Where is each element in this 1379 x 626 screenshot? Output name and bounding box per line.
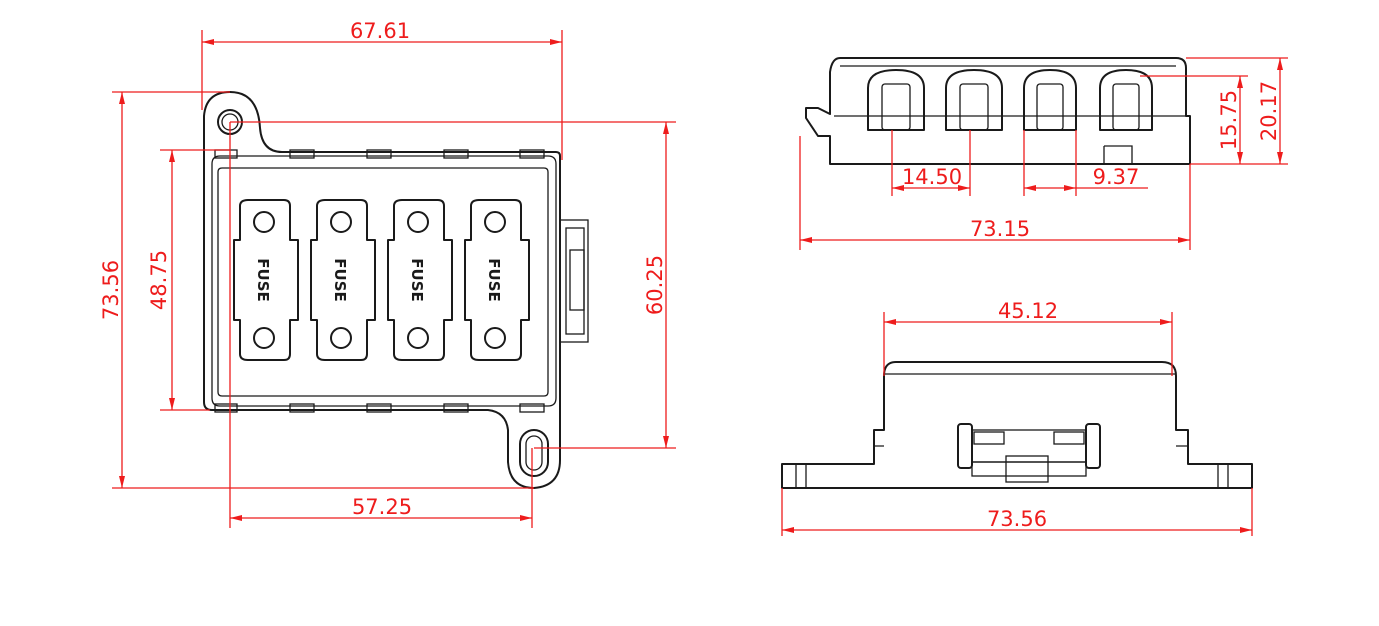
side-view: 14.50 9.37 73.15 15.75 bbox=[799, 57, 1288, 250]
fuse-3: FUSE bbox=[387, 199, 453, 361]
dim-height-b: 20.17 bbox=[1186, 57, 1288, 165]
fuse-label: FUSE bbox=[331, 258, 349, 301]
fuse-2: FUSE bbox=[310, 199, 376, 361]
dim-label: 15.75 bbox=[1217, 90, 1241, 150]
mounting-slot-bottom bbox=[519, 429, 549, 477]
dim-height-body: 48.75 bbox=[147, 149, 230, 411]
dim-top-width: 45.12 bbox=[883, 299, 1173, 376]
dim-label: 9.37 bbox=[1093, 165, 1140, 189]
dim-label: 73.56 bbox=[99, 260, 123, 320]
fuse-label: FUSE bbox=[408, 258, 426, 301]
terminal-posts bbox=[867, 69, 1153, 131]
dim-height-overall: 73.56 bbox=[99, 91, 534, 489]
dim-length: 73.15 bbox=[799, 136, 1191, 250]
dim-label: 57.25 bbox=[352, 495, 412, 519]
dim-pitch-b: 9.37 bbox=[1023, 130, 1148, 196]
side-connector bbox=[559, 219, 589, 343]
fuse-label: FUSE bbox=[485, 258, 503, 301]
front-view: 45.12 73.56 bbox=[781, 299, 1253, 536]
dim-label: 14.50 bbox=[902, 165, 962, 189]
dim-pitch-a: 14.50 bbox=[891, 130, 971, 196]
cover-inner-outline bbox=[217, 167, 549, 397]
top-view: FUSE FUSE FUSE FUSE 67.61 bbox=[99, 19, 676, 528]
dim-label: 48.75 bbox=[147, 250, 171, 310]
dim-height-a: 15.75 bbox=[1140, 75, 1248, 165]
dim-label: 73.56 bbox=[987, 507, 1047, 531]
fuse-label: FUSE bbox=[254, 258, 272, 301]
dim-label: 45.12 bbox=[998, 299, 1058, 323]
cover-outline bbox=[211, 155, 557, 407]
dim-label: 20.17 bbox=[1257, 81, 1281, 141]
fuse-4: FUSE bbox=[464, 199, 530, 361]
dim-label: 60.25 bbox=[643, 255, 667, 315]
dim-base-width: 73.56 bbox=[781, 488, 1253, 536]
dim-hole-vertical: 60.25 bbox=[230, 121, 676, 449]
dim-hole-horizontal: 57.25 bbox=[229, 122, 533, 528]
dim-label: 73.15 bbox=[970, 217, 1030, 241]
dim-width-overall: 67.61 bbox=[201, 19, 563, 160]
fuse-1: FUSE bbox=[233, 199, 299, 361]
side-body-outline bbox=[805, 57, 1191, 165]
front-body-outline bbox=[781, 361, 1253, 489]
dim-label: 67.61 bbox=[350, 19, 410, 43]
edge-tabs bbox=[214, 149, 545, 413]
front-connector bbox=[957, 423, 1101, 483]
